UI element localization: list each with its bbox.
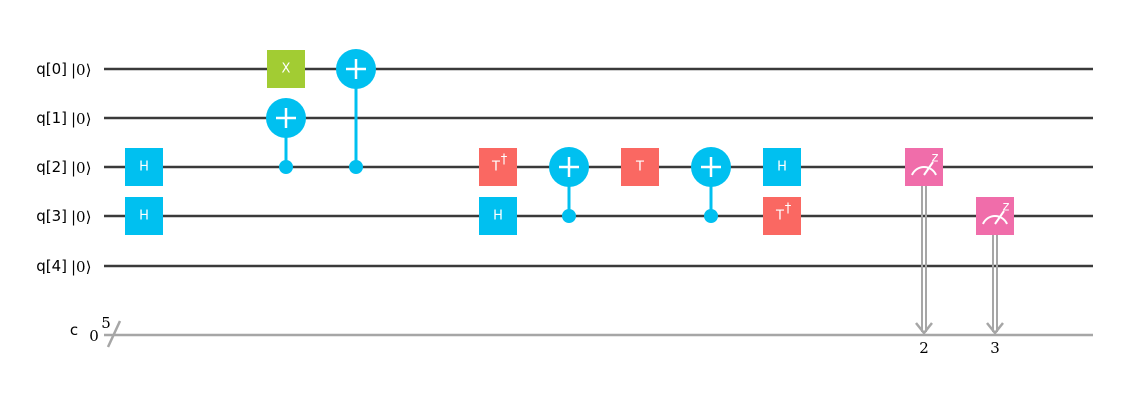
qubit-label: q[2] xyxy=(36,158,67,176)
classical-init: 0 xyxy=(89,327,99,345)
gate-label: T xyxy=(491,160,500,175)
gate-label-sup: † xyxy=(501,153,508,168)
measure-arrow xyxy=(915,322,933,336)
gate-label-sup: † xyxy=(785,202,792,217)
qubit-ket: |0⟩ xyxy=(71,159,91,177)
gate-box xyxy=(125,148,163,186)
meter-arc-icon xyxy=(982,215,1008,225)
t-dagger-gate: T† xyxy=(763,197,801,235)
cnot-control-dot xyxy=(704,209,718,223)
gate-label: H xyxy=(139,160,149,175)
cnot-gate xyxy=(549,147,589,223)
gate-box xyxy=(763,197,801,235)
cnot-control-dot xyxy=(279,160,293,174)
gate-box xyxy=(267,50,305,88)
classical-bit-index: 3 xyxy=(990,339,1000,357)
cnot-gate xyxy=(266,98,306,174)
h-gate: H xyxy=(125,197,163,235)
meter-z-mark: z xyxy=(1003,200,1010,215)
meter-arc-icon xyxy=(911,166,937,176)
classical-bus-slash xyxy=(106,320,122,348)
qubit-label: q[0] xyxy=(36,60,67,78)
gate-box xyxy=(763,148,801,186)
x-gate: X xyxy=(267,50,305,88)
classical-size: 5 xyxy=(101,314,111,332)
qubit-label: q[1] xyxy=(36,109,67,127)
t-dagger-gate: T† xyxy=(479,148,517,186)
gate-label: T xyxy=(635,160,644,175)
qubit-ket: |0⟩ xyxy=(71,258,91,276)
gate-label: H xyxy=(139,209,149,224)
gate-label: H xyxy=(493,209,503,224)
measure-gate: z3 xyxy=(976,197,1014,357)
h-gate: H xyxy=(763,148,801,186)
t-gate: T xyxy=(621,148,659,186)
cnot-control-dot xyxy=(349,160,363,174)
qubit-label: q[3] xyxy=(36,207,67,225)
classical-bit-index: 2 xyxy=(919,339,929,357)
classical-label: c xyxy=(70,321,78,339)
cnot-gate xyxy=(336,49,376,174)
gate-box xyxy=(479,148,517,186)
gate-box xyxy=(479,197,517,235)
gate-label: H xyxy=(777,160,787,175)
qubit-label: q[4] xyxy=(36,257,67,275)
gate-label: T xyxy=(775,209,784,224)
measure-arrow xyxy=(986,322,1004,336)
qubit-ket: |0⟩ xyxy=(71,208,91,226)
qubit-ket: |0⟩ xyxy=(71,61,91,79)
gate-box xyxy=(125,197,163,235)
meter-needle-icon xyxy=(923,161,934,176)
measure-gate: z2 xyxy=(905,148,943,357)
qubit-ket: |0⟩ xyxy=(71,110,91,128)
h-gate: H xyxy=(479,197,517,235)
gate-box xyxy=(621,148,659,186)
gate-label: X xyxy=(282,62,291,77)
cnot-control-dot xyxy=(562,209,576,223)
meter-z-mark: z xyxy=(932,151,939,166)
cnot-gate xyxy=(691,147,731,223)
meter-needle-icon xyxy=(994,210,1005,225)
h-gate: H xyxy=(125,148,163,186)
